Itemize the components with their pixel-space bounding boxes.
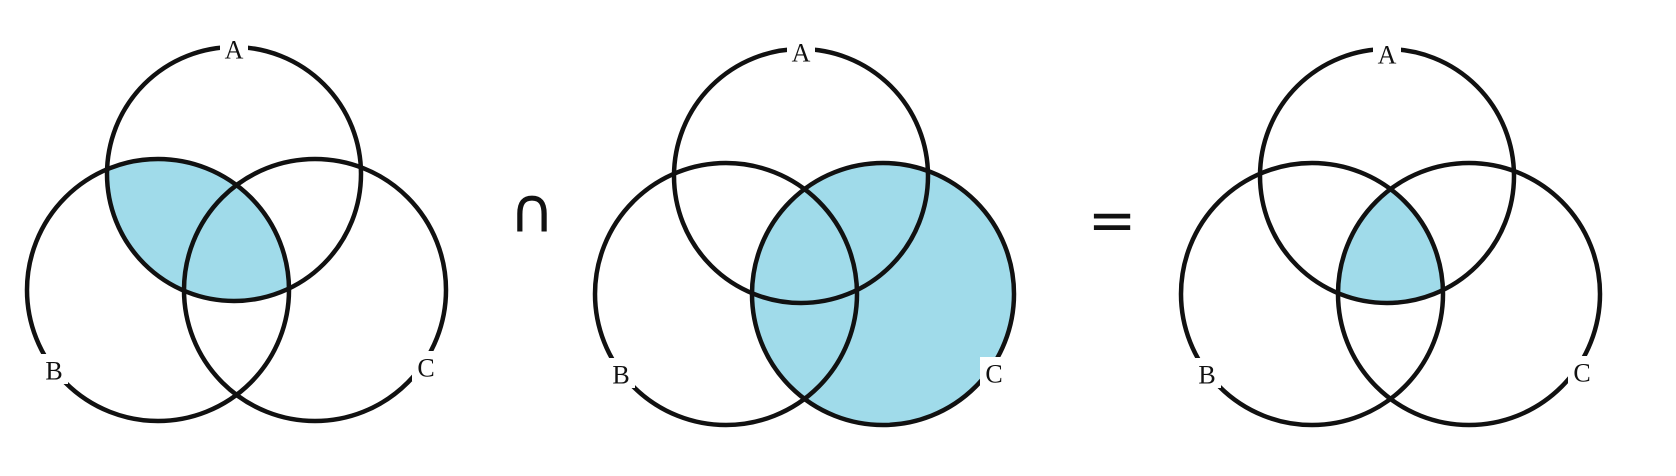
intersection-operator: ∩ bbox=[509, 174, 554, 247]
label-c-text: C bbox=[1573, 359, 1590, 388]
label-c-text: C bbox=[985, 360, 1002, 389]
label-b: B bbox=[40, 354, 68, 386]
circle-b bbox=[1178, 160, 1446, 428]
label-b-text: B bbox=[1198, 361, 1215, 390]
label-c: C bbox=[1568, 356, 1596, 388]
venn-diagram-1: A B C bbox=[24, 36, 449, 424]
shade-fill bbox=[1338, 163, 1443, 303]
label-c: C bbox=[412, 351, 440, 383]
label-a: A bbox=[220, 36, 248, 65]
label-a-text: A bbox=[792, 39, 811, 68]
shaded-region-a-and-b-and-c bbox=[1338, 163, 1443, 303]
label-c-text: C bbox=[417, 354, 434, 383]
label-a: A bbox=[787, 38, 815, 68]
venn-diagram-3: A B C bbox=[1178, 40, 1603, 428]
circle-b bbox=[592, 160, 860, 428]
label-a: A bbox=[1373, 40, 1401, 70]
label-a-text: A bbox=[225, 36, 244, 65]
label-b-text: B bbox=[45, 357, 62, 386]
label-c: C bbox=[980, 357, 1008, 389]
circle-c bbox=[1335, 160, 1603, 428]
label-b: B bbox=[1193, 358, 1221, 390]
label-b: B bbox=[607, 358, 635, 390]
label-a-text: A bbox=[1378, 41, 1397, 70]
equals-operator: = bbox=[1088, 186, 1137, 254]
label-b-text: B bbox=[612, 361, 629, 390]
shaded-region-c bbox=[752, 163, 1014, 425]
circle-b bbox=[24, 156, 292, 424]
circle-c bbox=[749, 160, 1017, 428]
venn-diagram-2: A B C bbox=[592, 38, 1017, 428]
circle-c bbox=[181, 156, 449, 424]
